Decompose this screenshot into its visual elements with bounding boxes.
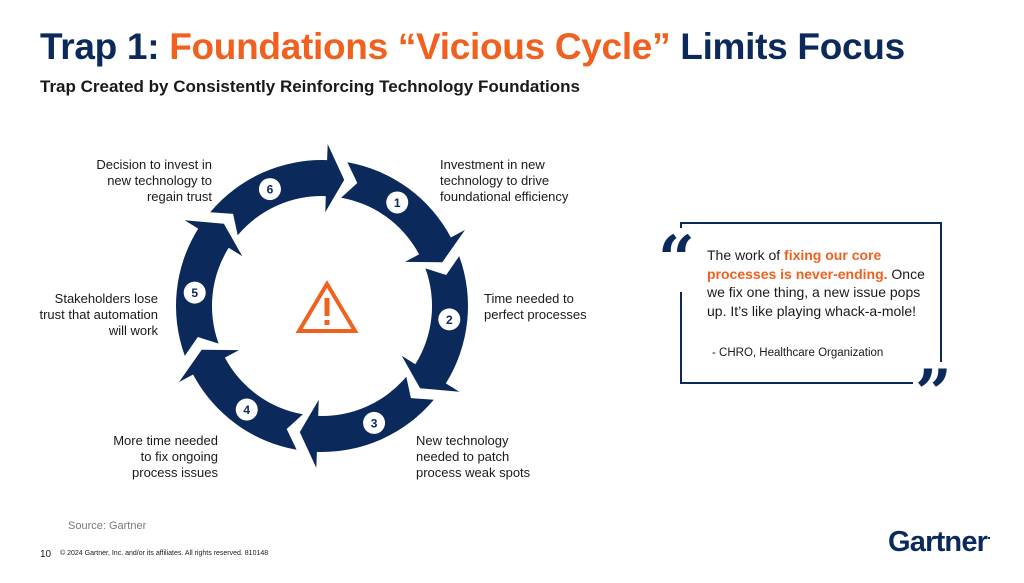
page-number: 10 [40, 549, 52, 560]
step-5-number: 5 [191, 286, 198, 300]
title-accent: Foundations “Vicious Cycle” [169, 26, 671, 67]
gartner-logo: Gartner. [888, 526, 991, 558]
cycle-arrow-5 [176, 220, 243, 356]
cycle-arrow-1 [341, 162, 465, 263]
title-prefix: Trap 1: [40, 26, 170, 67]
step-4-number: 4 [243, 403, 250, 417]
cycle-arrow-4 [179, 349, 303, 450]
step-6-label: Decision to invest in new technology to … [96, 157, 212, 204]
warning-triangle-icon [295, 280, 359, 333]
close-quote-icon: ” [913, 356, 954, 431]
source-note: Source: Gartner [68, 520, 147, 532]
step-4-label: More time needed to fix ongoing process … [113, 433, 218, 480]
step-2-number: 2 [446, 313, 453, 327]
step-1-badge [386, 191, 409, 214]
cycle-arrows [176, 144, 468, 468]
cycle-arrow-2 [401, 256, 468, 392]
quote-box [680, 222, 942, 384]
quote-attribution: - CHRO, Healthcare Organization [712, 347, 884, 359]
step-3-badge [363, 411, 386, 434]
cycle-badges: 1 2 3 4 5 6 [183, 178, 461, 434]
step-6-number: 6 [267, 183, 274, 197]
open-quote-icon: “ [656, 222, 697, 297]
title-suffix: Limits Focus [670, 26, 905, 67]
step-3-number: 3 [371, 416, 378, 430]
step-6-badge [258, 178, 281, 201]
step-1-number: 1 [394, 196, 401, 210]
step-4-badge [235, 398, 258, 421]
quote-highlight: fixing our core processes is never-endin… [707, 247, 888, 282]
step-5-badge [183, 281, 206, 304]
copyright-notice: © 2024 Gartner, Inc. and/or its affiliat… [60, 550, 269, 557]
step-1-label: Investment in new technology to drive fo… [440, 157, 569, 204]
step-2-badge [438, 308, 461, 331]
step-5-label: Stakeholders lose trust that automation … [39, 291, 158, 338]
slide-subtitle: Trap Created by Consistently Reinforcing… [40, 77, 580, 96]
step-2-label: Time needed to perfect processes [484, 291, 587, 322]
step-3-label: New technology needed to patch process w… [416, 433, 531, 480]
slide-title: Trap 1: Foundations “Vicious Cycle” Limi… [40, 26, 905, 68]
quote-text: The work of fixing our core processes is… [707, 247, 925, 319]
